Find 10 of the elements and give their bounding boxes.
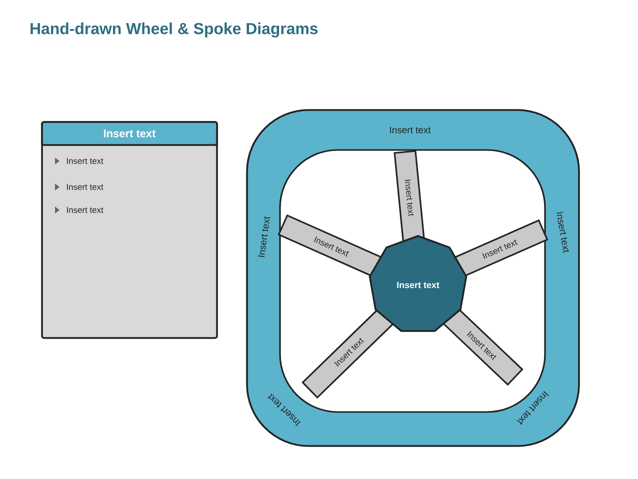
panel-heading: Insert text (104, 130, 156, 138)
rim-label: Insert text (556, 212, 570, 253)
bullet-text: Insert text (67, 158, 104, 164)
bullet-text: Insert text (67, 207, 104, 213)
rim-label: Insert text (258, 216, 270, 258)
title: Hand-drawn Wheel & Spoke Diagrams (30, 22, 318, 38)
wheel-hub: Insert text (368, 235, 468, 332)
text-panel (41, 121, 218, 339)
rim-label: Insert text (390, 126, 431, 134)
bullet-text: Insert text (67, 184, 104, 190)
